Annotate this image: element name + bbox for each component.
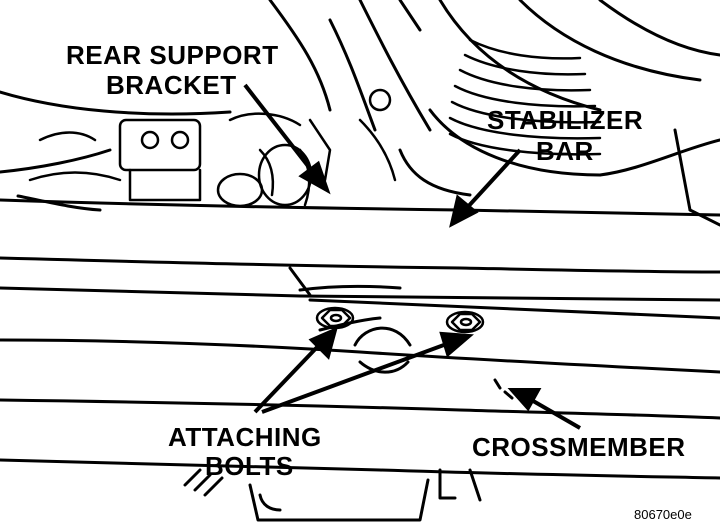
attaching-bolt-right <box>445 310 485 334</box>
stabilizer-bar-arrow <box>449 148 522 228</box>
leader-arrows <box>243 83 581 430</box>
upper-chassis-linework <box>0 0 720 227</box>
engine-parts <box>28 88 397 208</box>
crossmember-arrow <box>507 388 581 430</box>
figure-code: 80670e0e <box>634 507 692 522</box>
stabilizer-label-line2: BAR <box>536 136 594 166</box>
attaching-bolts-left-arrow <box>253 326 339 414</box>
rear-support-bracket-arrow <box>243 83 331 195</box>
rear-support-label-line1: REAR SUPPORT <box>66 40 279 70</box>
lower-frame-linework <box>0 458 720 522</box>
ribbed-component <box>448 38 602 156</box>
attaching-label-line1: ATTACHING <box>168 422 322 452</box>
attaching-bolts-right-arrow <box>261 331 474 414</box>
stabilizer-bar-tube <box>0 198 720 274</box>
crossmember-label: CROSSMEMBER <box>472 432 686 462</box>
attaching-bolt-left <box>315 306 355 330</box>
crossmember-body <box>0 266 720 420</box>
stabilizer-label-line1: STABILIZER <box>487 105 644 135</box>
attaching-label-line2: BOLTS <box>205 451 294 481</box>
rear-support-label-line2: BRACKET <box>106 70 237 100</box>
